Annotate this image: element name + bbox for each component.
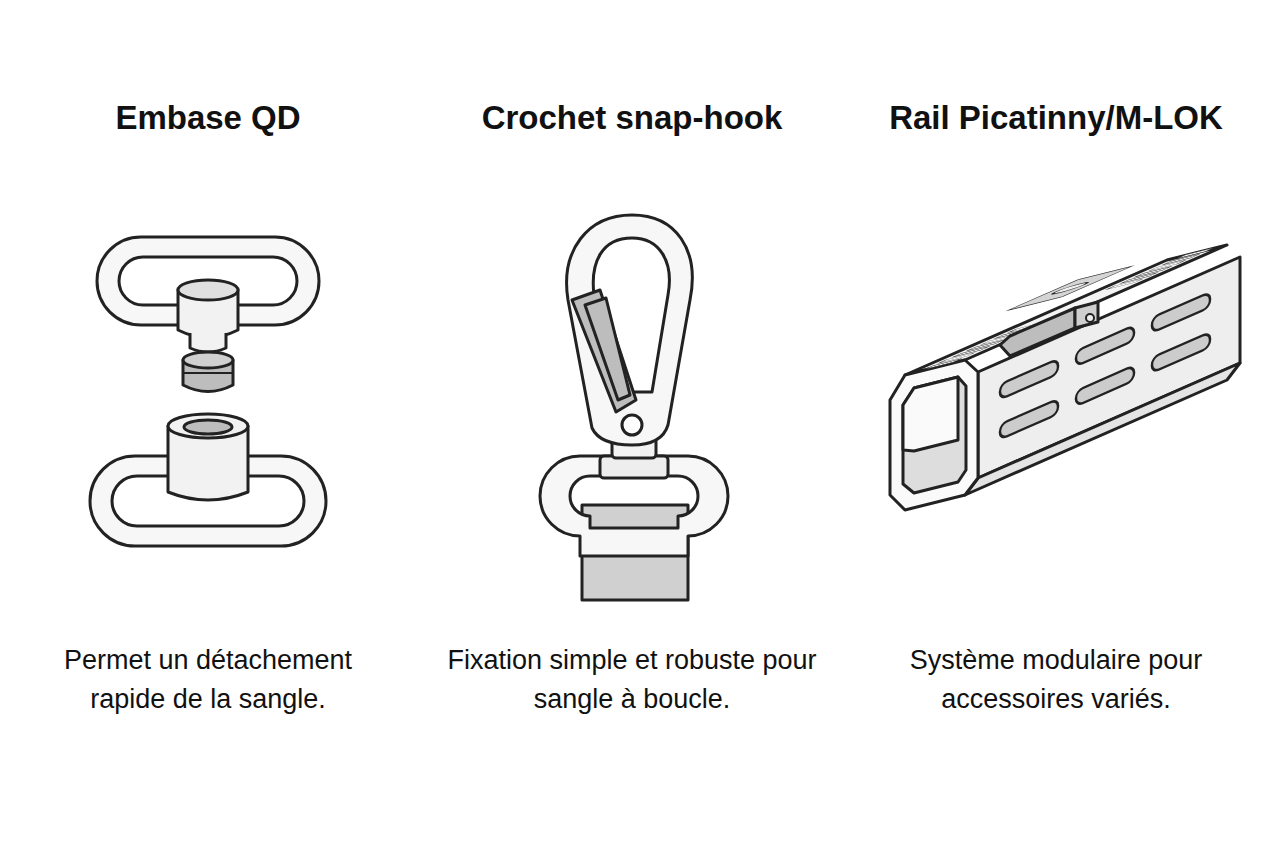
snap-hook — [540, 215, 728, 600]
qd-swivel — [90, 237, 326, 546]
rail-tooth — [1149, 260, 1185, 271]
rail-tooth — [1107, 279, 1143, 290]
column-caption: Fixation simple et robuste pour sangle à… — [447, 641, 817, 719]
column-heading: Crochet snap-hook — [482, 98, 783, 138]
rail-tooth — [1121, 273, 1157, 284]
rail-tooth — [1177, 248, 1213, 259]
rail-tooth — [953, 346, 989, 357]
column-heading: Embase QD — [115, 98, 300, 138]
rail-handguard — [890, 245, 1240, 510]
rail-tooth — [1163, 254, 1199, 265]
column-heading: Rail Picatinny/M-LOK — [889, 98, 1223, 138]
column-caption: Système modulaire pour accessoires varié… — [871, 641, 1241, 719]
rail-tooth — [939, 353, 975, 364]
rail-tooth — [1135, 267, 1171, 278]
rail-tooth — [925, 359, 961, 370]
column-caption: Permet un détachement rapide de la sangl… — [23, 641, 393, 719]
rail-tooth — [967, 340, 1003, 351]
